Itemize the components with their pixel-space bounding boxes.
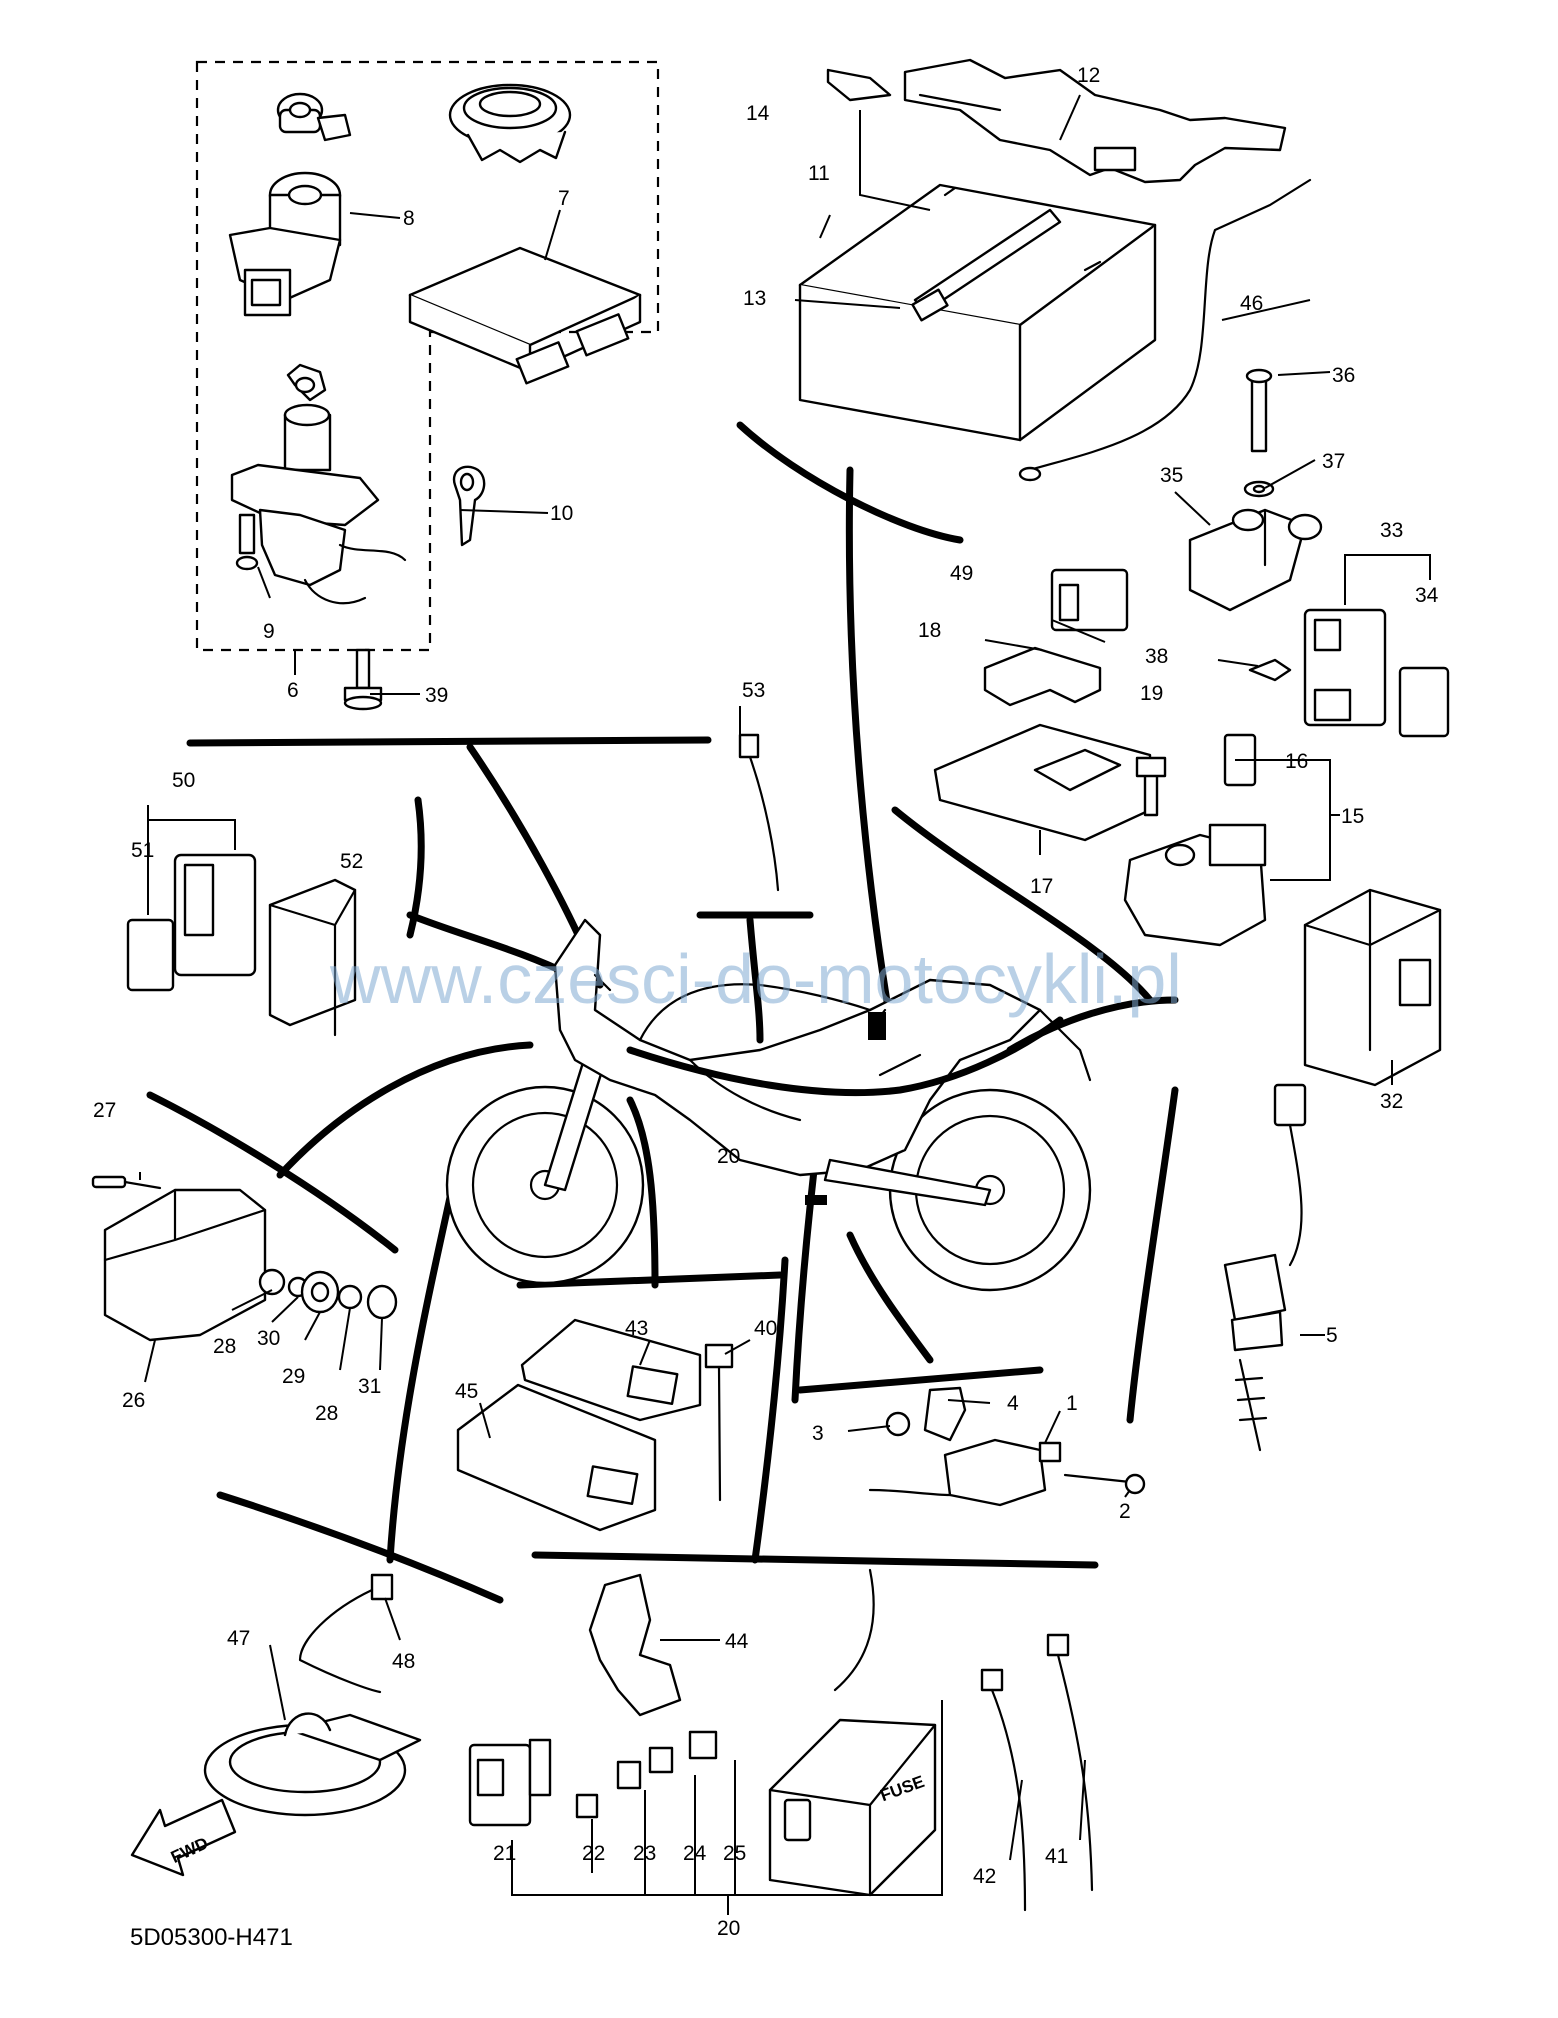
callout-1: 1 [1066,1392,1078,1415]
fwd-arrow-icon: FWD [130,1798,237,1877]
callout-30: 30 [257,1327,280,1350]
callout-44: 44 [725,1630,749,1653]
callout-6: 6 [287,679,299,702]
callout-13: 13 [743,287,766,310]
callout-33: 33 [1380,519,1403,542]
motorcycle-silhouette [445,918,1092,1292]
callout-23: 23 [633,1842,656,1865]
callout-25: 25 [723,1842,746,1865]
relay-group-50 [126,853,357,1037]
callout-16: 16 [1285,750,1308,773]
bolt-39-part [343,648,383,711]
callout-29: 29 [282,1365,305,1388]
callout-42: 42 [973,1865,996,1888]
callout-49: 49 [950,562,973,585]
callout-48: 48 [392,1650,415,1673]
callout-17: 17 [1030,875,1053,898]
callout-41: 41 [1045,1845,1068,1868]
fuel-cap-part [448,83,572,164]
callout-36: 36 [1332,364,1355,387]
callout-46: 46 [1240,292,1263,315]
watermark: www.czesci-do-motocykli.pl [329,940,1182,1018]
ignition-lock-part [230,363,407,605]
callout-47: 47 [227,1627,250,1650]
callout-43: 43 [625,1317,648,1340]
callout-39: 39 [425,684,448,707]
callout-leaders [139,94,1431,1895]
ignition-group [195,60,660,711]
callout-numbers: 1 2 3 4 5 6 7 8 9 10 11 12 13 14 15 16 1… [93,64,1439,1940]
callout-4: 4 [1007,1392,1019,1415]
key-part [452,465,486,547]
callout-21: 21 [493,1842,516,1865]
sensor-5 [1223,1083,1307,1452]
battery-area [798,58,1450,1087]
callout-53: 53 [742,679,765,702]
callout-40: 40 [754,1317,777,1340]
callout-27: 27 [93,1099,116,1122]
callout-35: 35 [1160,464,1183,487]
callout-7: 7 [558,187,570,210]
callout-20-bike: 20 [717,1145,740,1168]
callout-28b: 28 [315,1402,338,1425]
callout-37: 37 [1322,450,1345,473]
diagram-code: 5D05300-H471 [130,1924,293,1951]
regulator-group [91,1175,398,1342]
callout-34: 34 [1415,584,1439,607]
seat-lock-part [276,92,352,142]
callout-9: 9 [263,620,275,643]
holder-group [456,1318,734,1532]
callout-14: 14 [746,102,770,125]
callout-12: 12 [1077,64,1100,87]
callout-3: 3 [812,1422,824,1445]
callout-10: 10 [550,502,573,525]
callout-28a: 28 [213,1335,236,1358]
callout-24: 24 [683,1842,707,1865]
callout-50: 50 [172,769,195,792]
callout-45: 45 [455,1380,478,1403]
callout-2: 2 [1119,1500,1131,1523]
callout-20-fuse: 20 [717,1917,740,1940]
callout-31: 31 [358,1375,381,1398]
callout-15: 15 [1341,805,1364,828]
callout-19: 19 [1140,682,1163,705]
ecu-part [408,246,642,385]
callout-26: 26 [122,1389,145,1412]
callout-51: 51 [131,839,154,862]
callout-5: 5 [1326,1324,1338,1347]
callout-22: 22 [582,1842,605,1865]
callout-52: 52 [340,850,363,873]
callout-38: 38 [1145,645,1168,668]
callout-11: 11 [808,162,830,185]
fuse-box-group [468,1568,1094,1915]
callout-18: 18 [918,619,941,642]
callout-32: 32 [1380,1090,1403,1113]
battery-part [798,183,1157,442]
cable-tie-53 [738,733,780,892]
horn-group [203,1573,422,1817]
main-switch-part [228,171,342,317]
callout-8: 8 [403,207,415,230]
